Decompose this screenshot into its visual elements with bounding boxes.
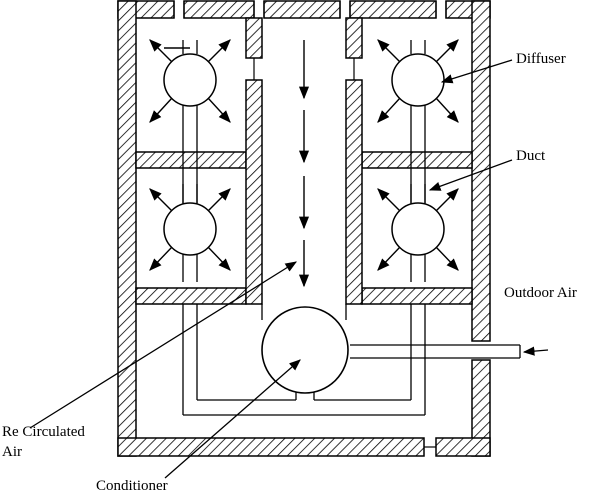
shaft-right-upper: [345, 17, 363, 59]
slab-right-mid: [361, 151, 473, 169]
bottom-wall-left: [117, 437, 425, 457]
top-wall-mid-left: [183, 0, 255, 19]
diffuser-arrows: [149, 39, 459, 271]
shaft-left-lower: [245, 79, 263, 305]
leader-lines: [29, 59, 549, 479]
diffuser-stubs: [182, 40, 426, 203]
label-diffuser: Diffuser: [516, 51, 566, 67]
diffuser-bottom-right: [391, 202, 445, 256]
vent-openings: [173, 1, 447, 448]
label-conditioner: Conditioner: [96, 478, 168, 494]
central-shaft: [245, 17, 363, 305]
top-wall-center: [263, 0, 341, 19]
diffuser-bottom-left: [163, 202, 217, 256]
slab-right-low: [361, 287, 473, 305]
shaft-left-upper: [245, 17, 263, 59]
label-recirculated-air-line2: Air: [2, 444, 22, 460]
shaft-grilles: [253, 58, 355, 80]
left-wall: [117, 0, 137, 457]
bottom-wall-right: [435, 437, 491, 457]
conditioner-unit: [261, 306, 349, 394]
diffuser-top-left: [163, 53, 217, 107]
slab-left-mid: [135, 151, 247, 169]
floor-slabs: [135, 151, 473, 305]
top-wall-mid-right: [349, 0, 437, 19]
label-recirculated-air-line1: Re Circulated: [2, 424, 85, 440]
diffusers: [163, 53, 445, 256]
shaft-right-lower: [345, 79, 363, 305]
label-outdoor-air: Outdoor Air: [504, 285, 577, 301]
slab-left-low: [135, 287, 247, 305]
label-duct: Duct: [516, 148, 546, 164]
